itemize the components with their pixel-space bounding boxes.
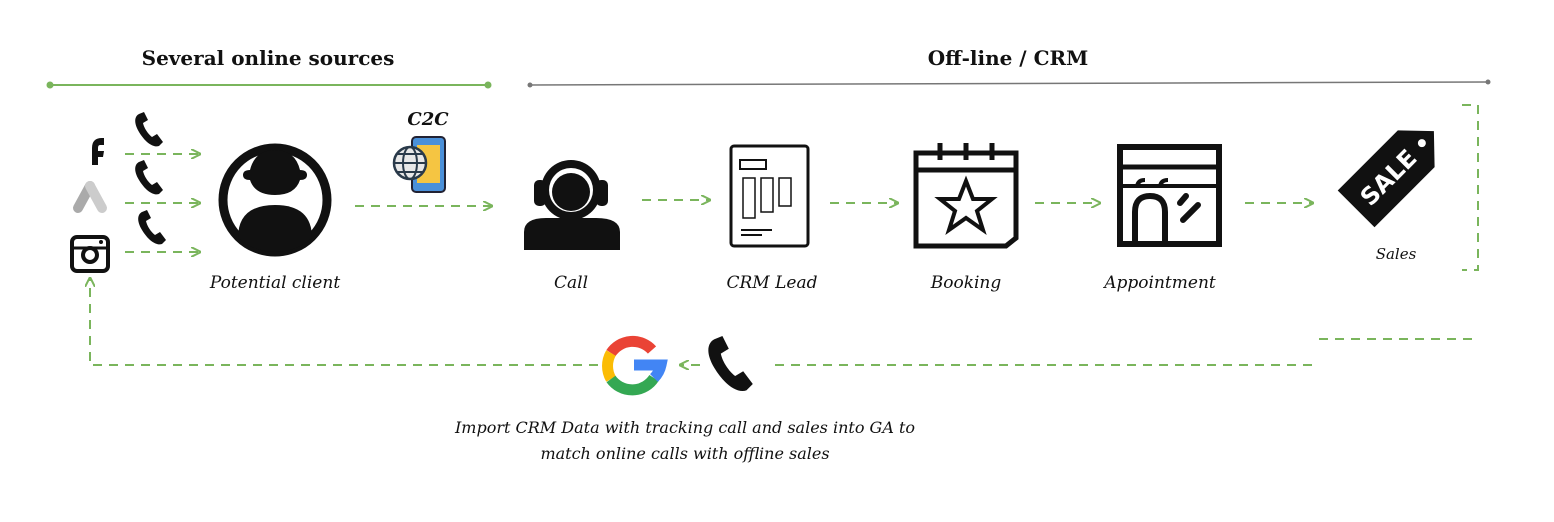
- offline-section-line: [527, 79, 1491, 88]
- step-label-appointment: Appointment: [1104, 273, 1216, 293]
- calendar-star-icon: [913, 143, 1019, 249]
- google-ads-icon: [73, 181, 107, 213]
- google-icon: [602, 335, 668, 396]
- click-to-call-phone-icon: [392, 136, 446, 193]
- step-label-potential-client: Potential client: [209, 273, 341, 293]
- user-icon: [218, 143, 332, 257]
- phone-icon: [138, 210, 166, 245]
- facebook-icon: [92, 138, 104, 165]
- note-line-2: match online calls with offline sales: [540, 444, 830, 463]
- c2c-label: C2C: [407, 109, 449, 130]
- step-label-call: Call: [553, 273, 589, 293]
- online-sources-title: Several online sources: [141, 46, 395, 70]
- storefront-icon: [1117, 144, 1222, 247]
- crm-form-icon: [729, 144, 810, 248]
- phone-icon: [135, 160, 163, 195]
- note-line-1: Import CRM Data with tracking call and s…: [454, 418, 916, 437]
- step-label-sales: Sales: [1375, 245, 1417, 263]
- phone-icon: [708, 336, 753, 392]
- offline-crm-title: Off-line / CRM: [927, 46, 1089, 70]
- step-label-booking: Booking: [930, 273, 1002, 293]
- flow-arrows: [90, 104, 1479, 365]
- step-label-crm-lead: CRM Lead: [726, 273, 818, 293]
- phone-icon: [135, 112, 163, 147]
- call-center-agent-icon: [524, 160, 620, 250]
- online-section-line: [46, 81, 492, 89]
- instagram-icon: [70, 235, 110, 273]
- sale-tag-icon: SALE: [1337, 130, 1435, 228]
